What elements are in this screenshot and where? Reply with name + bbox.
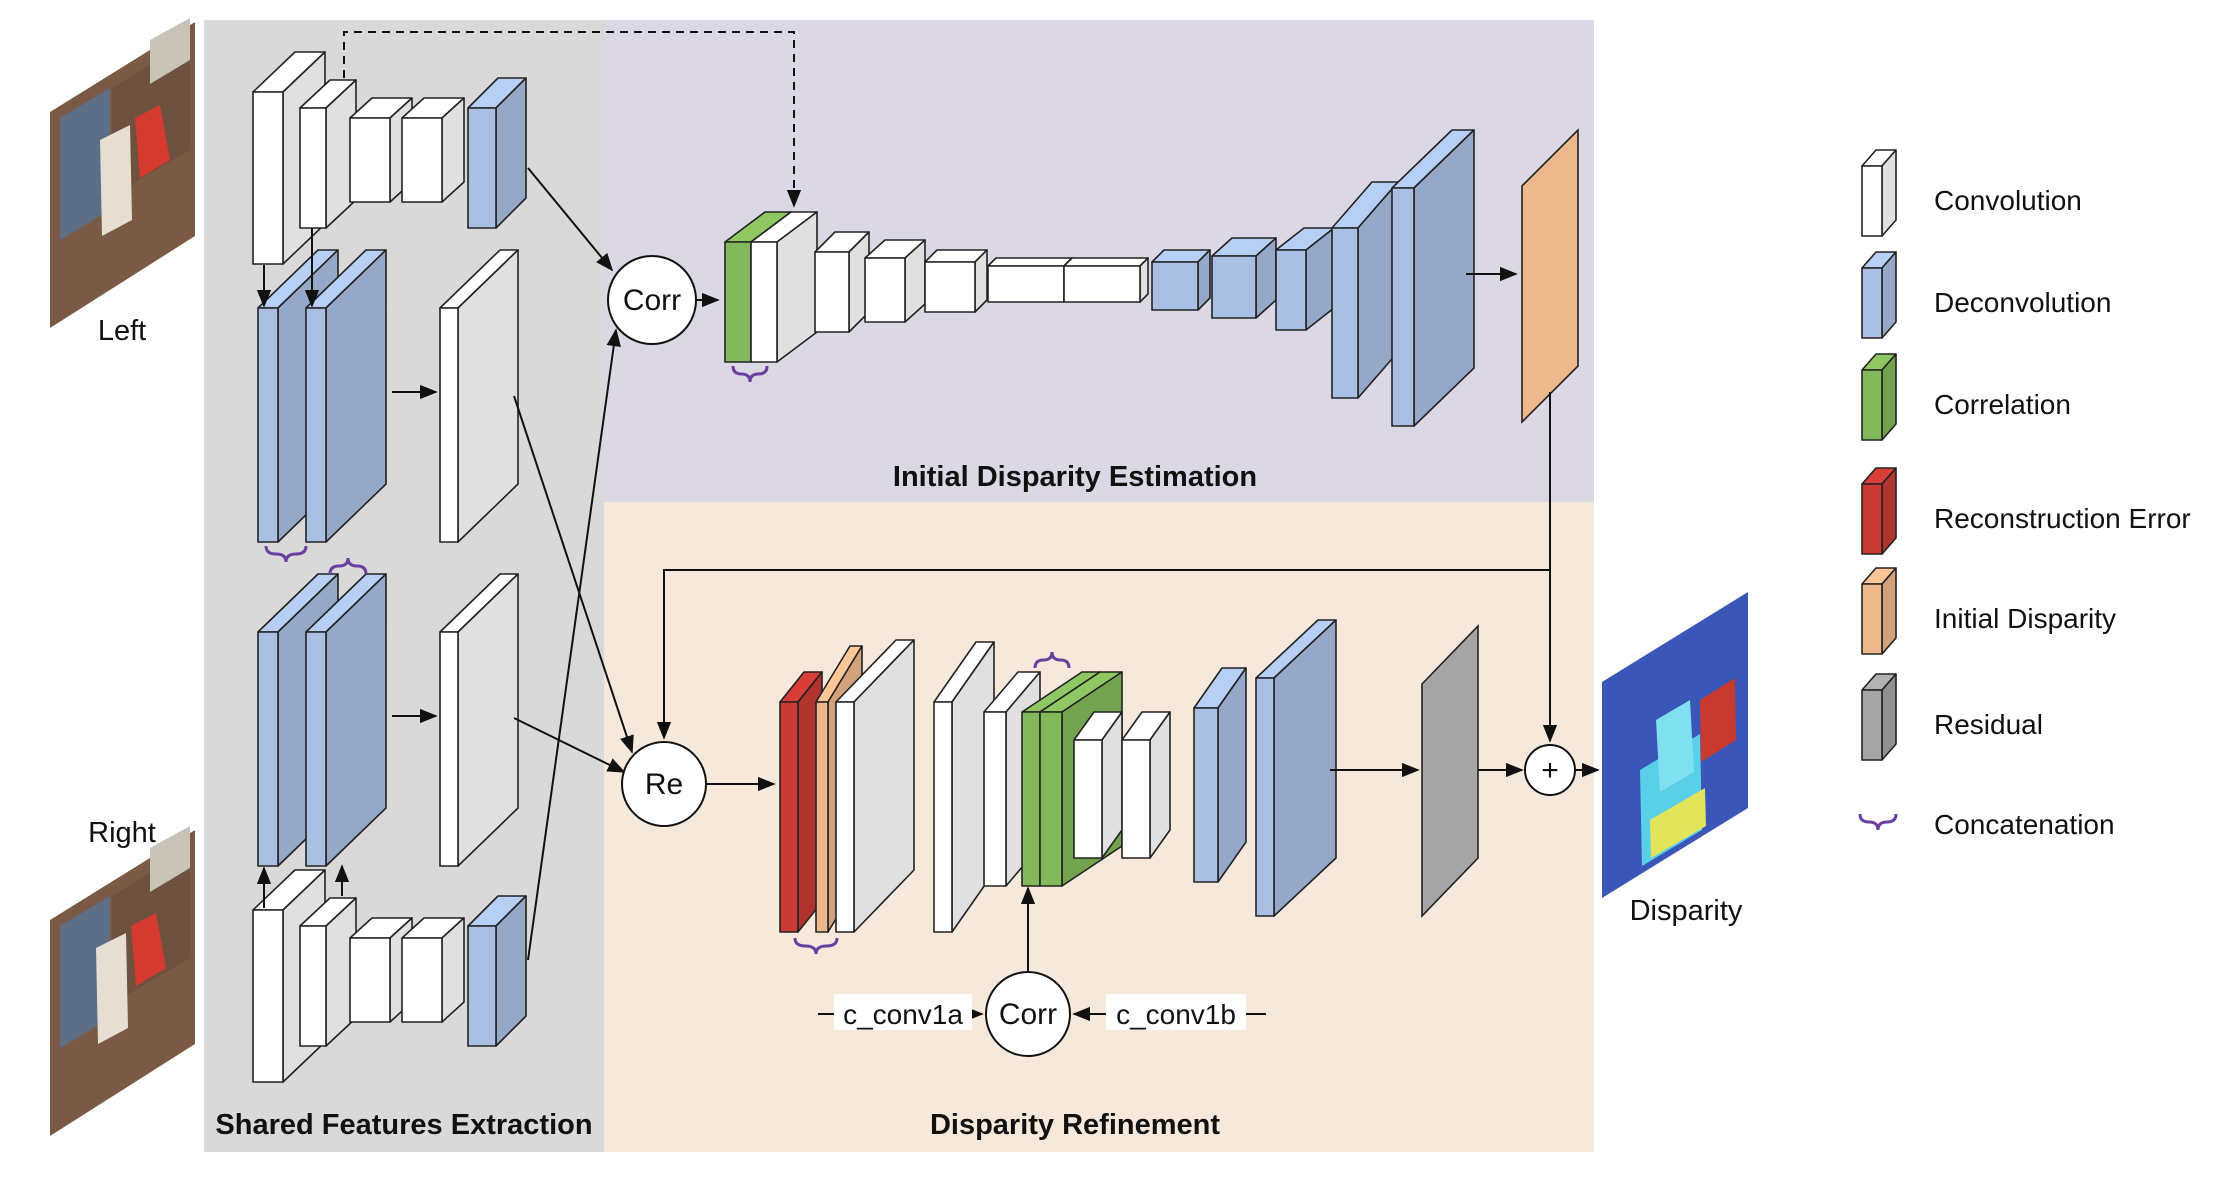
right-conv-block-2 xyxy=(299,897,357,1047)
init-conv-block-1 xyxy=(814,231,870,333)
init-conv-block-3 xyxy=(924,249,988,313)
concat-conv-block-top xyxy=(750,211,818,363)
c-conv1a-box xyxy=(834,994,972,1030)
initial-disparity-output xyxy=(1521,128,1579,424)
init-conv-block-2 xyxy=(864,239,926,323)
disparity-output-label: Disparity xyxy=(1630,895,1743,927)
edge-rightfeat-to-re xyxy=(513,717,626,773)
left-input-image xyxy=(50,18,195,328)
c-conv1a-label: c_conv1a xyxy=(843,999,963,1030)
legend-label-0: Convolution xyxy=(1934,185,2082,216)
disparity-refinement-title: Disparity Refinement xyxy=(930,1109,1220,1141)
left-label: Left xyxy=(98,315,146,347)
concat-brace-right xyxy=(328,557,368,575)
residual-block xyxy=(1421,624,1479,918)
refine-concat-block xyxy=(835,639,915,933)
refine-deconv-block-1 xyxy=(1193,667,1247,883)
left-feature-block xyxy=(439,249,519,543)
left-upconv-block-2 xyxy=(305,249,387,543)
right-conv-block-4 xyxy=(401,917,465,1023)
legend-label-3: Reconstruction Error xyxy=(1934,503,2191,534)
legend-label-1: Deconvolution xyxy=(1934,287,2111,318)
left-conv-block-2 xyxy=(299,79,357,229)
edge-right-to-corr xyxy=(527,328,621,961)
refine-conv-block-3 xyxy=(1073,711,1123,859)
concat-brace-bottom xyxy=(793,937,839,955)
brace-icon xyxy=(1858,813,1898,831)
c-conv1b-label: c_conv1b xyxy=(1116,999,1236,1030)
orange-block-icon xyxy=(1861,567,1897,655)
legend-label-5: Residual xyxy=(1934,709,2043,740)
blue-block-icon xyxy=(1861,251,1897,339)
corr-top-label: Corr xyxy=(623,284,681,317)
init-conv-block-5 xyxy=(1063,257,1149,303)
gray-block-icon xyxy=(1861,673,1897,761)
green-block-icon xyxy=(1861,353,1897,441)
concat-brace-refine xyxy=(1033,651,1071,669)
corr-bottom-label: Corr xyxy=(999,998,1057,1031)
refine-deconv-block-2 xyxy=(1255,619,1337,917)
init-deconv-block-3 xyxy=(1275,227,1335,331)
edge-left-to-corr xyxy=(527,167,614,272)
legend-label-2: Correlation xyxy=(1934,389,2071,420)
shared-features-title: Shared Features Extraction xyxy=(215,1109,592,1141)
plus-node: + xyxy=(1524,744,1576,796)
re-node: Re xyxy=(621,741,707,827)
refine-conv-block-4 xyxy=(1121,711,1171,859)
init-deconv-block-2 xyxy=(1211,237,1277,319)
legend-label-6: Concatenation xyxy=(1934,809,2115,840)
concat-brace-top xyxy=(731,365,769,383)
edge-leftfeat-to-re xyxy=(513,395,634,754)
right-label: Right xyxy=(88,817,156,849)
right-deconv-block xyxy=(467,895,527,1047)
initial-disparity-title: Initial Disparity Estimation xyxy=(893,461,1257,493)
left-deconv-block xyxy=(467,77,527,229)
concat-brace-left xyxy=(264,545,308,563)
edge-initial-to-re xyxy=(656,569,1550,740)
corr-node-top: Corr xyxy=(607,255,697,345)
left-conv-block-4 xyxy=(401,97,465,203)
c-conv1b-box xyxy=(1106,994,1246,1030)
init-conv-block-4 xyxy=(987,257,1073,303)
plus-label: + xyxy=(1541,754,1559,787)
legend: ConvolutionDeconvolutionCorrelationRecon… xyxy=(1858,149,2191,840)
skip-connection-dashed xyxy=(343,31,802,208)
output-disparity-map xyxy=(1602,592,1748,898)
init-deconv-block-1 xyxy=(1151,249,1211,311)
legend-label-4: Initial Disparity xyxy=(1934,603,2116,634)
init-deconv-block-5 xyxy=(1391,129,1475,427)
red-block-icon xyxy=(1861,467,1897,555)
right-upconv-block-2 xyxy=(305,573,387,867)
right-feature-block xyxy=(439,573,519,867)
re-label: Re xyxy=(645,768,683,801)
white-block-icon xyxy=(1861,149,1897,237)
right-input-image xyxy=(50,826,195,1136)
layer-blocks xyxy=(252,51,1579,1083)
corr-node-bottom: Corr xyxy=(985,971,1071,1057)
